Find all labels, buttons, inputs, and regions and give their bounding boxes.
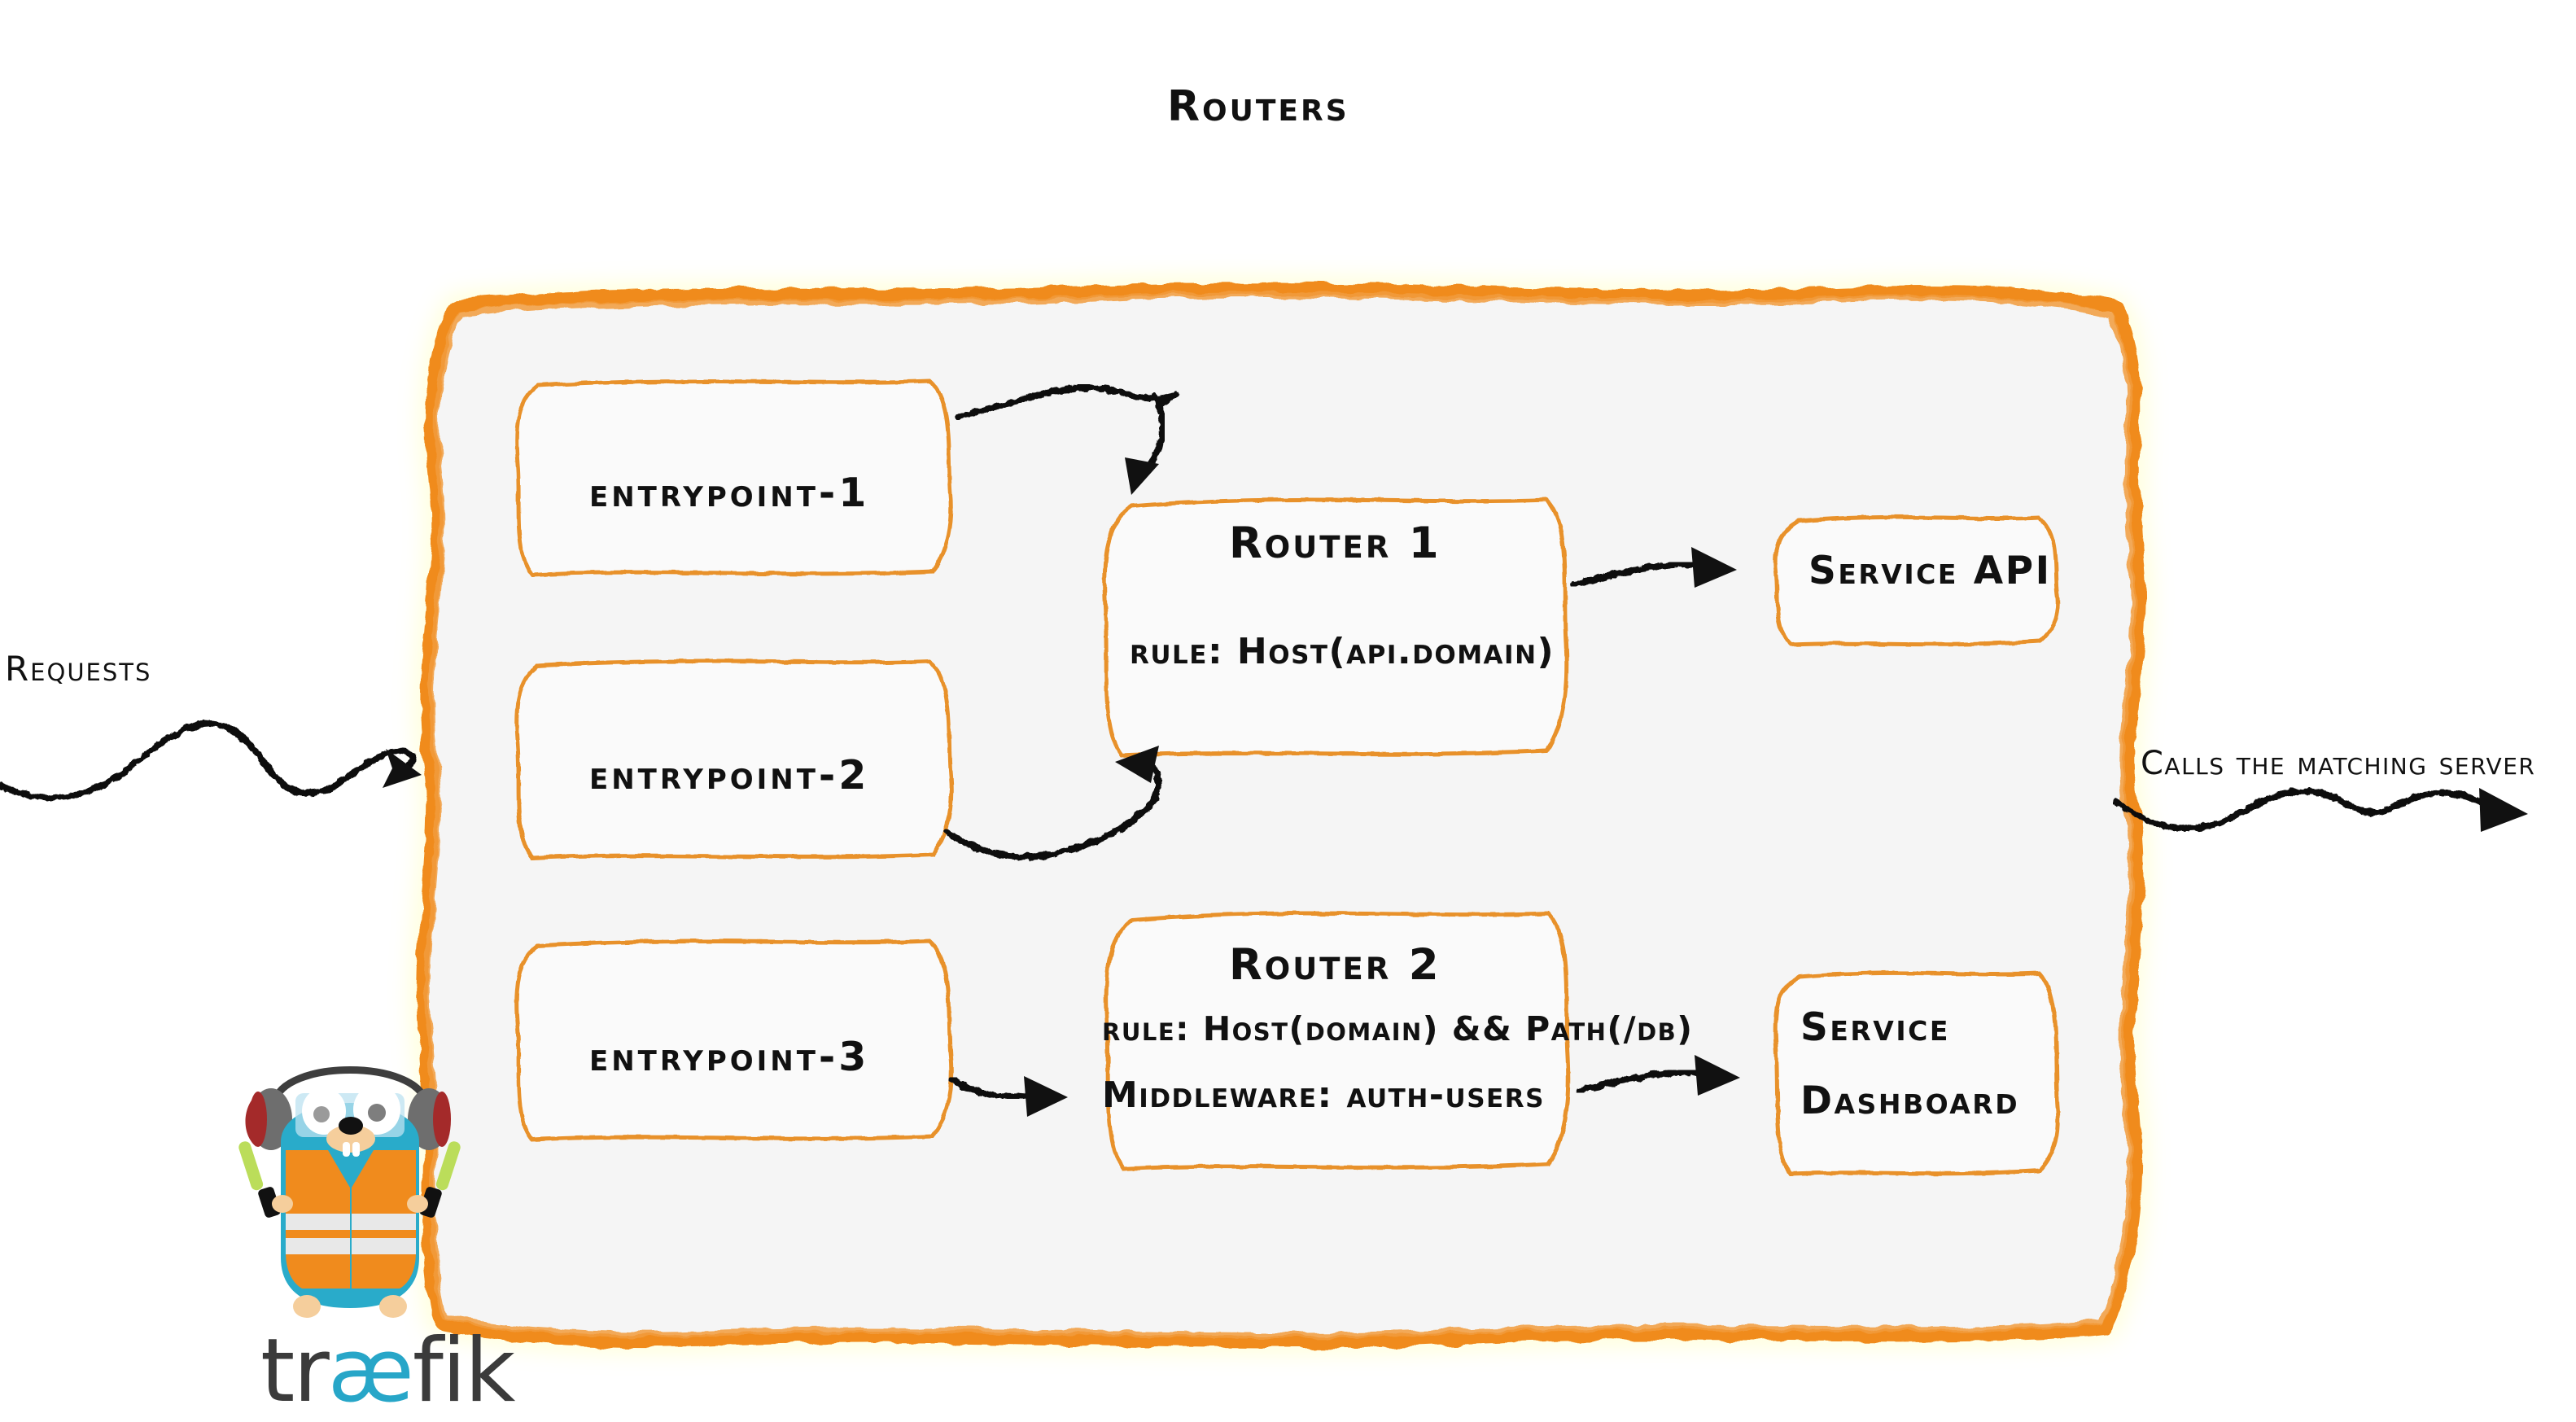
service-dashboard-label-line1: Service <box>1800 1005 1950 1050</box>
entrypoint-3-label: entrypoint-3 <box>589 1034 870 1080</box>
wordmark-ae-ligature: æ <box>327 1320 414 1422</box>
page-title: Routers <box>1167 82 1349 131</box>
entrypoint-1-label: entrypoint-1 <box>589 470 870 516</box>
router-2-rule: rule: Host(domain) && Path(/db) <box>1102 1009 1694 1048</box>
wordmark-suffix: fik <box>412 1320 516 1422</box>
service-api-box[interactable] <box>1773 514 2061 647</box>
traefik-wordmark: træfik <box>260 1320 516 1422</box>
arrow-ep2-to-router1 <box>944 746 1162 860</box>
traefik-gopher-mascot <box>238 1066 461 1318</box>
router-1-box[interactable] <box>1102 497 1569 758</box>
requests-label: Requests <box>5 649 152 689</box>
entrypoint-3-box[interactable] <box>514 939 954 1142</box>
arrow-calls-out <box>2113 788 2528 832</box>
entrypoint-2-label: entrypoint-2 <box>589 752 870 799</box>
router-1-title: Router 1 <box>1229 518 1441 568</box>
service-dashboard-box[interactable] <box>1773 970 2061 1176</box>
service-dashboard-label-line2: Dashboard <box>1800 1079 2020 1123</box>
router-1-rule: rule: Host(api.domain) <box>1130 631 1555 672</box>
router-2-title: Router 2 <box>1229 940 1441 990</box>
wordmark-prefix: tr <box>260 1320 330 1422</box>
router-2-middleware: Middleware: auth-users <box>1102 1074 1545 1116</box>
calls-the-matching-server-label: Calls the matching server <box>2141 745 2536 782</box>
arrow-router1-to-service-api <box>1571 547 1737 588</box>
entrypoint-2-box[interactable] <box>514 658 954 860</box>
arrow-requests-in <box>0 720 422 802</box>
service-api-label: Service API <box>1808 549 2052 593</box>
router-2-box[interactable] <box>1104 911 1571 1171</box>
arrow-router2-to-service-dashboard <box>1576 1055 1740 1096</box>
entrypoint-1-box[interactable] <box>514 378 954 577</box>
arrow-ep3-to-router2 <box>949 1076 1068 1117</box>
arrow-ep1-to-router1 <box>954 383 1179 495</box>
